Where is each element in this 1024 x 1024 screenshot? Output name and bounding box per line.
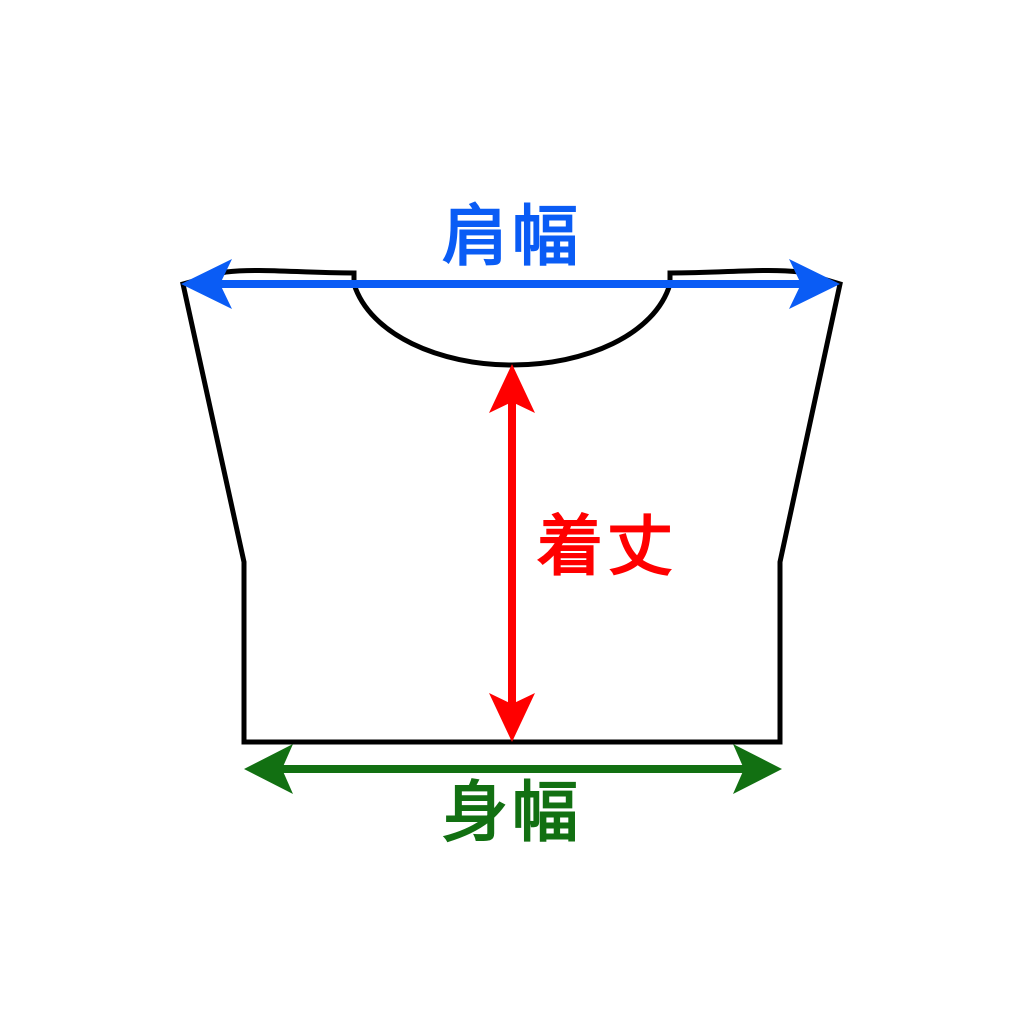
shoulder-width-label: 肩幅: [442, 198, 582, 275]
length-label: 着丈: [537, 508, 677, 585]
garment-outline: [180, 267, 843, 745]
body-width-label: 身幅: [442, 774, 582, 851]
shoulder-width-arrow: [181, 259, 840, 309]
length-arrow: [489, 364, 535, 742]
body-width-arrow: [244, 744, 782, 794]
